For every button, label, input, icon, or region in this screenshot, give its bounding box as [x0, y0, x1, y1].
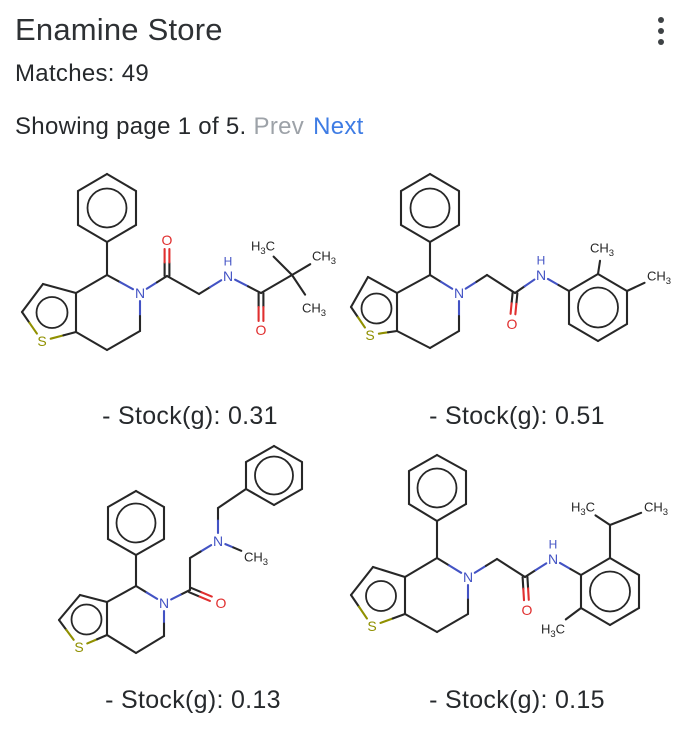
- svg-text:S: S: [74, 639, 83, 655]
- svg-text:O: O: [162, 232, 173, 248]
- svg-text:N: N: [223, 268, 233, 284]
- svg-text:S: S: [365, 327, 374, 343]
- svg-text:O: O: [507, 316, 518, 332]
- svg-text:H: H: [537, 253, 546, 267]
- more-options-button[interactable]: [655, 14, 667, 48]
- svg-text:H: H: [224, 254, 233, 268]
- svg-text:CH3: CH3: [312, 249, 336, 267]
- svg-text:O: O: [216, 595, 227, 611]
- stock-caption: - Stock(g): 0.13: [105, 686, 281, 714]
- svg-text:H3C: H3C: [251, 239, 275, 257]
- prev-link[interactable]: Prev: [253, 113, 305, 140]
- svg-text:S: S: [37, 333, 46, 349]
- svg-text:N: N: [536, 267, 546, 283]
- pagination: Showing page 1 of 5.Prev Next: [15, 113, 364, 141]
- kebab-dot: [658, 28, 664, 34]
- svg-text:H3C: H3C: [571, 500, 595, 518]
- kebab-vertical-icon: [658, 17, 664, 45]
- svg-text:O: O: [522, 602, 533, 618]
- svg-text:N: N: [548, 551, 558, 567]
- svg-text:H3C: H3C: [541, 622, 565, 640]
- stock-caption: - Stock(g): 0.15: [429, 686, 605, 714]
- svg-text:H: H: [549, 537, 558, 551]
- svg-text:S: S: [367, 618, 376, 634]
- svg-text:N: N: [213, 533, 223, 549]
- next-link[interactable]: Next: [313, 113, 364, 140]
- svg-text:O: O: [256, 322, 267, 338]
- svg-text:CH3: CH3: [302, 301, 326, 319]
- page-title: Enamine Store: [15, 12, 223, 47]
- matches-count: Matches: 49: [15, 60, 150, 87]
- stock-caption: - Stock(g): 0.31: [102, 402, 278, 430]
- svg-text:CH3: CH3: [647, 269, 671, 287]
- svg-text:CH3: CH3: [244, 550, 268, 568]
- svg-text:N: N: [135, 285, 145, 301]
- svg-text:N: N: [454, 285, 464, 301]
- svg-text:CH3: CH3: [590, 241, 614, 259]
- svg-text:CH3: CH3: [644, 500, 668, 518]
- kebab-dot: [658, 39, 664, 45]
- svg-text:N: N: [463, 569, 473, 585]
- stock-caption: - Stock(g): 0.51: [429, 402, 605, 430]
- svg-text:N: N: [159, 595, 169, 611]
- pagination-status: Showing page 1 of 5.: [15, 113, 247, 140]
- kebab-dot: [658, 17, 664, 23]
